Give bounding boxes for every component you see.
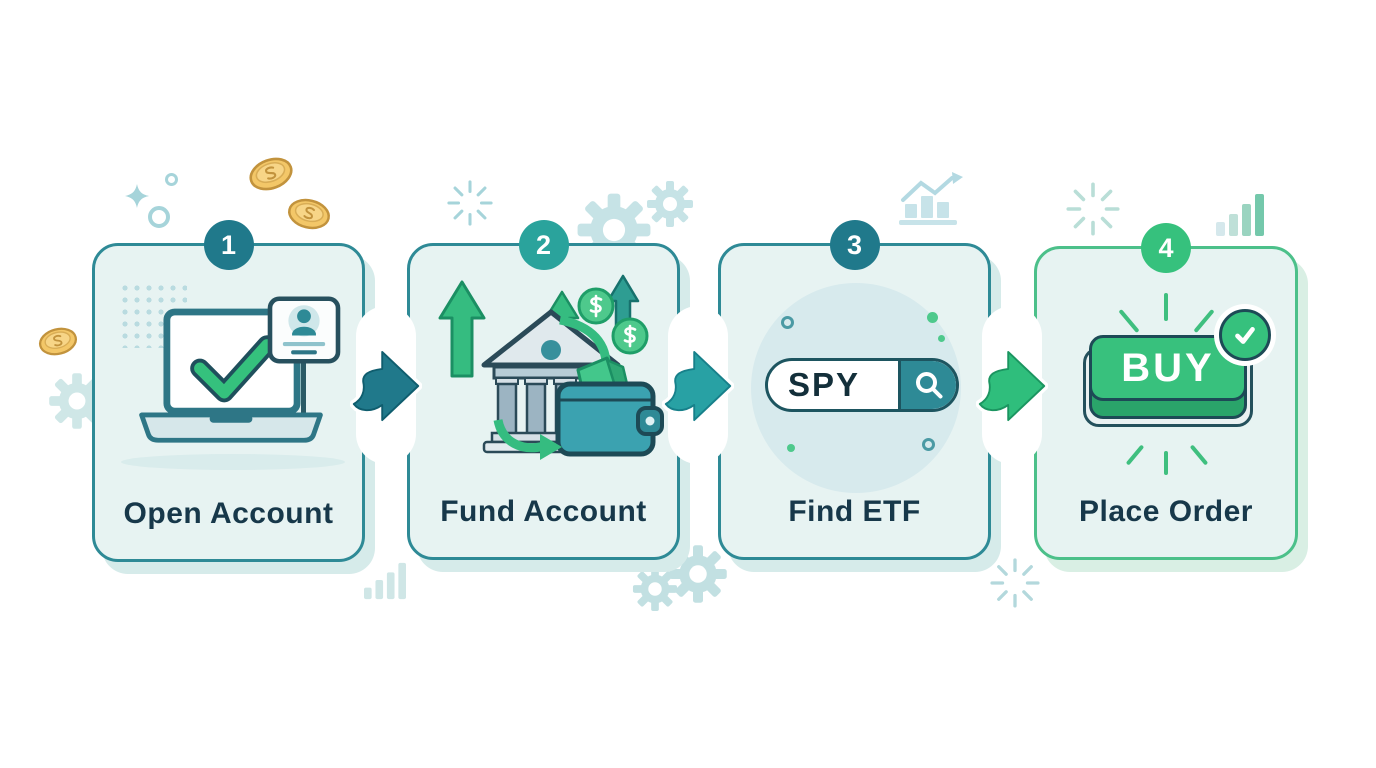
bar-chart-icon	[364, 560, 406, 600]
sparkle-star-icon	[125, 184, 149, 208]
step-title: Find ETF	[788, 495, 921, 528]
flow-arrow-1-icon	[350, 347, 422, 425]
ticker-symbol-text: SPY	[788, 366, 861, 403]
buy-button[interactable]: BUY	[1089, 335, 1247, 401]
step-card-fund-account: 2	[407, 220, 680, 560]
circle-outline-icon	[922, 438, 935, 451]
circle-outline-icon	[781, 316, 794, 329]
radial-burst-icon	[990, 558, 1040, 608]
growth-chart-icon	[899, 172, 963, 225]
ray-decoration	[1164, 451, 1168, 475]
ray-decoration	[1193, 308, 1215, 334]
green-dot-icon	[938, 335, 945, 342]
bar-chart-icon	[1216, 194, 1264, 236]
step-number-badge: 1	[203, 220, 254, 270]
step-card-place-order: 4 BUY Place Order	[1034, 223, 1298, 560]
step-title: Open Account	[123, 497, 334, 530]
gear-icon	[646, 180, 694, 228]
ticker-search-input[interactable]: SPY	[765, 358, 959, 412]
green-dot-icon	[787, 444, 795, 452]
green-dot-icon	[927, 312, 938, 323]
circle-outline-icon	[148, 206, 170, 228]
gold-coin-icon	[284, 192, 335, 235]
step-number-badge: 2	[518, 220, 569, 270]
gold-coin-icon	[35, 322, 81, 362]
ray-decoration	[1125, 444, 1145, 466]
bank-to-wallet-icon	[438, 274, 664, 460]
step-number-badge: 4	[1141, 223, 1191, 273]
radial-burst-icon	[1066, 182, 1120, 236]
step-title: Place Order	[1079, 495, 1253, 528]
ray-decoration	[1164, 293, 1168, 321]
ray-decoration	[1189, 444, 1209, 466]
step-number-badge: 3	[829, 220, 880, 270]
profile-card-icon	[267, 296, 341, 364]
checkmark-icon	[1235, 327, 1255, 344]
order-confirmed-badge	[1219, 309, 1271, 361]
search-button[interactable]	[898, 361, 956, 409]
magnifier-icon	[915, 372, 942, 399]
step-card-open-account: 1 Open Account	[92, 220, 365, 562]
laptop-ground-shadow	[121, 454, 345, 470]
step-title: Fund Account	[440, 495, 647, 528]
step-card-find-etf: 3 SPY Find ETF	[718, 220, 991, 560]
ray-decoration	[1118, 308, 1140, 334]
profile-card-stem	[301, 360, 306, 436]
flow-arrow-3-icon	[976, 347, 1048, 425]
gold-coin-icon	[243, 149, 299, 199]
radial-burst-icon	[447, 180, 493, 226]
gear-icon	[668, 544, 728, 604]
circle-outline-icon	[165, 173, 178, 186]
flow-arrow-2-icon	[662, 347, 734, 425]
